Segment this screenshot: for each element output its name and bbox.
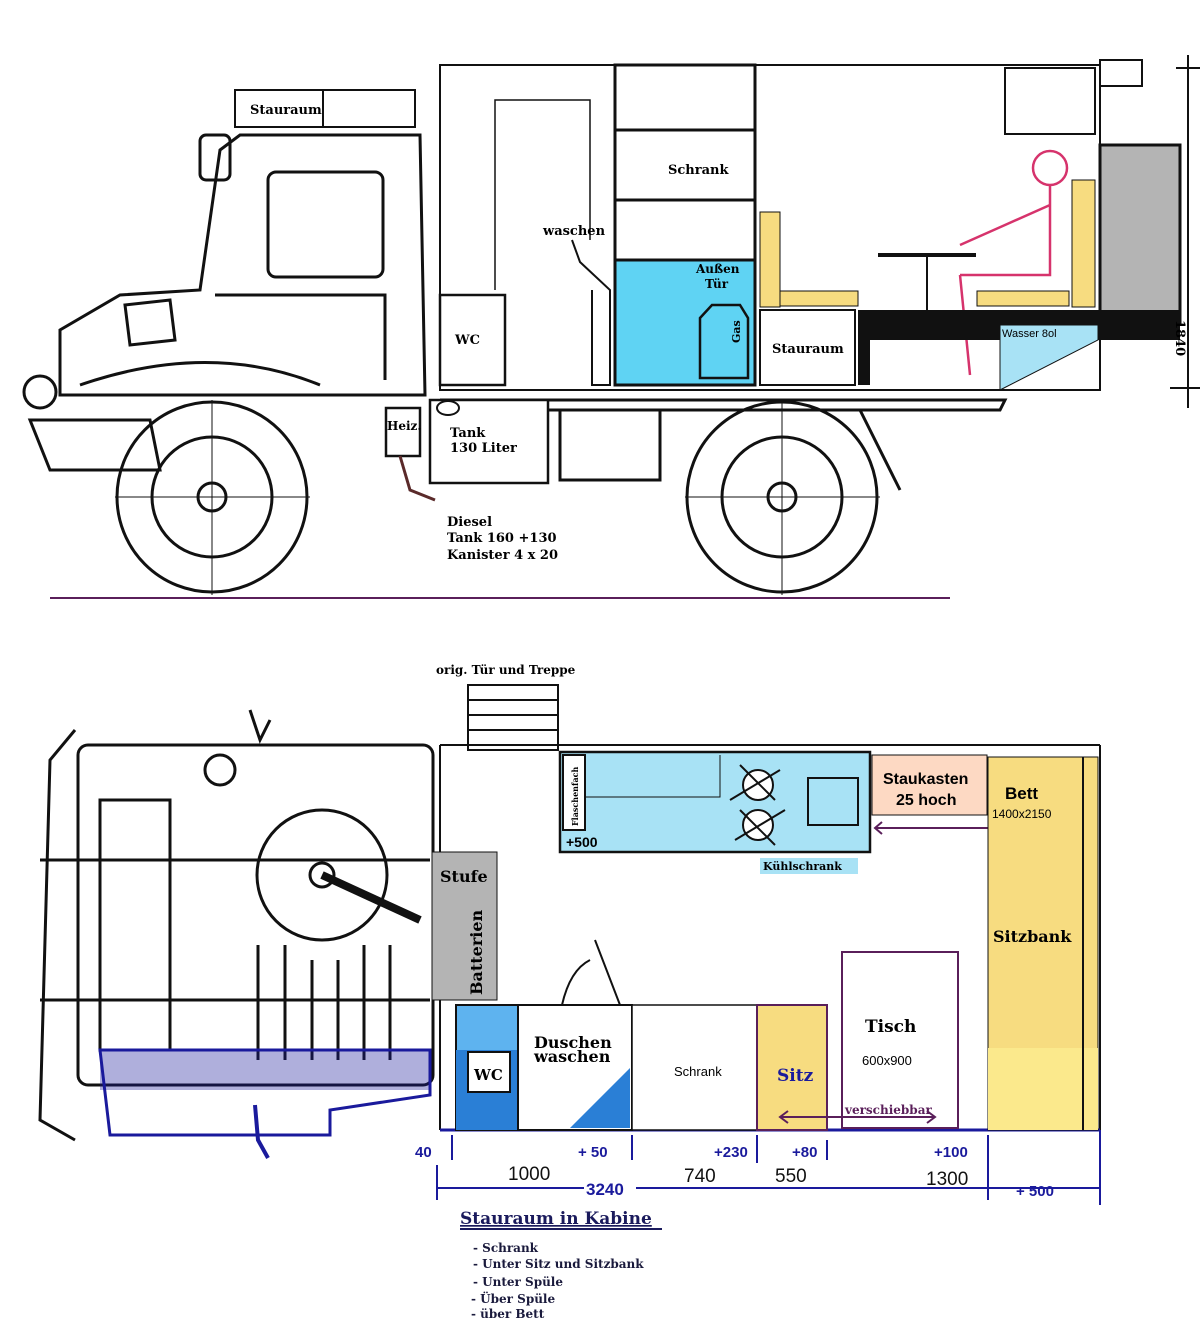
- dim-1300: 1300: [926, 1169, 968, 1190]
- storage-list: - Schrank - Unter Sitz und Sitzbank - Un…: [471, 1241, 644, 1321]
- side-view: Stauraum Schrank waschen Außen Tür Gas W…: [22, 55, 1200, 599]
- storage-box-25: [871, 754, 988, 816]
- storage-list-item: - Unter Sitz und Sitzbank: [473, 1257, 644, 1271]
- fridge-label: Kühlschrank: [763, 860, 842, 873]
- dim-550: 550: [775, 1166, 807, 1187]
- door-stairs[interactable]: [467, 684, 559, 751]
- kitchen-offset-label: +500: [566, 834, 598, 850]
- wash-door-outline: [494, 99, 591, 290]
- table-size-label: 600x900: [862, 1053, 912, 1068]
- truck-top-view: [38, 709, 435, 1142]
- roof-storage-label: Stauraum: [250, 103, 322, 118]
- water-tank-label: Wasser 8ol: [1002, 328, 1057, 340]
- bed-size-label: 1400x2150: [992, 807, 1052, 821]
- storage-list-item: - Unter Spüle: [473, 1275, 563, 1289]
- wc-toilet-box: [467, 1051, 511, 1093]
- sliding-arrow: [778, 1110, 937, 1124]
- wc-label-plan: WC: [473, 1066, 503, 1084]
- shower-label-2: waschen: [533, 1047, 611, 1066]
- storage-box: [759, 309, 856, 386]
- seat-right: [976, 290, 1070, 307]
- gas-label: Gas: [730, 320, 743, 343]
- batteries-label: Batterien: [467, 909, 486, 995]
- seat-back-left: [759, 211, 781, 308]
- dim-plus-500: + 500: [1016, 1183, 1054, 1200]
- outer-door-label-1: Außen: [695, 262, 740, 276]
- person-figure-icon: [958, 149, 1069, 376]
- heater-box: [384, 406, 422, 458]
- step-batteries: [431, 851, 498, 1001]
- tank-label-1: Tank: [450, 426, 486, 441]
- stove-burner-icon: [729, 764, 786, 846]
- shower-label-1: Duschen: [534, 1033, 612, 1052]
- sliding-label: verschiebbar: [844, 1103, 932, 1117]
- diesel-label-3: Kanister 4 x 20: [447, 548, 558, 563]
- water-tank: [999, 324, 1099, 391]
- diesel-label-2: Tank 160 +130: [447, 531, 557, 546]
- seat-label: Sitz: [777, 1066, 814, 1086]
- kitchen-counter: [558, 750, 872, 854]
- dim-plus-50: + 50: [578, 1144, 608, 1161]
- front-wheel: [115, 400, 310, 595]
- wc-box: [438, 293, 507, 387]
- truck-chassis-blue: [98, 1048, 432, 1137]
- dim-plus-230: +230: [714, 1144, 748, 1161]
- wash-label: waschen: [542, 224, 606, 239]
- step-label: Stufe: [440, 867, 488, 886]
- tank-label-2: 130 Liter: [450, 441, 517, 456]
- cabinet-plan: [631, 1004, 758, 1131]
- height-dimension: [1170, 55, 1200, 408]
- roof-storage-box: [234, 89, 416, 128]
- storage-box-label-1: Staukasten: [883, 771, 968, 788]
- dim-plus-100: +100: [934, 1144, 968, 1161]
- over-bed-storage: [1004, 67, 1096, 135]
- plan-view: orig. Tür und Treppe Flaschenfach +500 K…: [38, 663, 1101, 1321]
- roof-hatch: [1099, 59, 1143, 87]
- gas-bottle-icon: [698, 303, 750, 380]
- seat-left: [779, 290, 859, 307]
- dimension-lines: [436, 1130, 1101, 1205]
- bottle-compartment: [562, 754, 586, 831]
- storage-list-item: - Schrank: [473, 1241, 539, 1255]
- dim-plus-80: +80: [792, 1144, 817, 1161]
- bottle-compartment-label: Flaschenfach: [570, 767, 580, 826]
- storage-list-item: - über Bett: [471, 1307, 545, 1321]
- cabinet-label: Schrank: [668, 163, 729, 178]
- sink-icon: [807, 777, 859, 826]
- outer-door-gas-compartment[interactable]: [613, 258, 757, 387]
- bed-platform: [858, 310, 1180, 385]
- height-dimension-label: 1840: [1172, 320, 1187, 356]
- dim-1000: 1000: [508, 1164, 550, 1185]
- storage-list-item: - Über Spüle: [471, 1290, 555, 1306]
- seat-plan: [756, 1004, 828, 1131]
- diesel-label-1: Diesel: [447, 515, 492, 530]
- wc-label: WC: [454, 333, 480, 348]
- dim-40: 40: [415, 1144, 432, 1161]
- table-label: Tisch: [865, 1017, 916, 1037]
- storage-list-title: Stauraum in Kabine: [460, 1209, 652, 1229]
- cabinet-plan-label: Schrank: [674, 1064, 722, 1079]
- bed-label: Bett: [1005, 784, 1038, 803]
- grey-cabinet: [1098, 143, 1182, 325]
- seat-back-right: [1071, 179, 1096, 308]
- dim-740: 740: [684, 1166, 716, 1187]
- shower-tray: [570, 1068, 630, 1128]
- rear-wheel: [685, 400, 880, 595]
- dim-total-3240: 3240: [586, 1180, 624, 1199]
- bench-label: Sitzbank: [993, 927, 1072, 946]
- outer-door-label-2: Tür: [705, 277, 729, 291]
- table-plan[interactable]: [841, 951, 959, 1129]
- heater-label: Heiz.: [387, 419, 422, 433]
- door-label: orig. Tür und Treppe: [436, 663, 576, 677]
- storage-box-label-2: 25 hoch: [896, 792, 956, 809]
- storage-label: Stauraum: [772, 342, 844, 357]
- shower-door-arrow[interactable]: [561, 939, 621, 1006]
